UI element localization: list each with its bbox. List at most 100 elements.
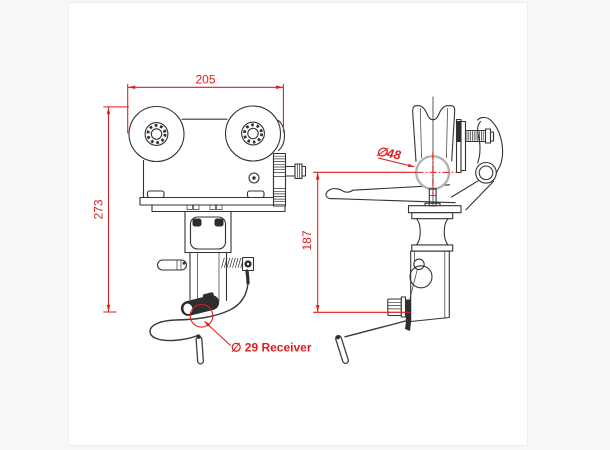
ring	[409, 265, 433, 289]
pin-handle	[156, 259, 188, 271]
toggle-pin-eyelet	[335, 335, 340, 340]
spool-waist	[415, 218, 449, 246]
receiver-leader-line	[204, 321, 232, 347]
arm-outer-edge	[476, 116, 504, 174]
dim-side-arrow-bottom	[315, 305, 320, 313]
dim-height-extension-lines	[103, 106, 129, 313]
pivot-arm	[450, 116, 504, 211]
receiver-highlight-circle	[189, 303, 214, 328]
drive-gear	[272, 152, 287, 207]
flange-fittings	[146, 190, 265, 210]
spool-bottom-flange	[411, 244, 454, 252]
spool	[411, 212, 454, 252]
left-wheel	[128, 105, 185, 163]
shaft-neck	[284, 165, 296, 177]
column-frame	[189, 216, 227, 250]
knob-barrel	[387, 298, 402, 317]
side-view	[325, 96, 504, 364]
cable-ferrule	[245, 269, 250, 285]
rod-threads	[466, 131, 484, 141]
hub-bore	[150, 128, 163, 140]
receiver-leader-arrow	[203, 320, 211, 327]
dim-height-arrow-top	[106, 107, 111, 115]
sheave-flange-lines	[419, 107, 448, 159]
handle-hook	[325, 188, 456, 204]
shaft-nut	[294, 163, 303, 180]
pivot-hole	[478, 165, 494, 181]
dimensions: 205 273 187 ∅48	[92, 73, 458, 355]
dim-side-extension-lines	[313, 171, 416, 313]
tube-inner	[197, 252, 220, 302]
lower-tube	[184, 251, 232, 302]
bracket-plate-2	[460, 120, 467, 172]
shaft-tip	[301, 165, 307, 177]
dim-width: 205	[127, 73, 284, 134]
spring-coils	[221, 257, 244, 268]
spring	[221, 257, 244, 268]
frame-hook-right	[214, 218, 224, 227]
cable-leader-line	[377, 157, 414, 168]
cable-fitting	[241, 256, 255, 272]
right-wheel	[224, 105, 286, 162]
flange-tab-right	[246, 190, 265, 199]
receiver-latch	[202, 292, 214, 299]
pin-body	[196, 337, 203, 364]
hub-outer	[144, 122, 169, 146]
clamp-bracket	[455, 118, 467, 174]
spool-top-flange	[411, 212, 454, 220]
screw-center	[252, 176, 256, 180]
dim-width-arrow-right	[276, 85, 284, 90]
dim-receiver: ∅ 29 Receiver	[189, 303, 312, 355]
dim-width-extension-lines	[127, 83, 284, 134]
gear-teeth-upper	[273, 155, 286, 173]
ring-wire	[409, 269, 418, 300]
gear-separators	[273, 176, 286, 189]
hub-outer	[241, 121, 265, 146]
pin-detail	[176, 260, 182, 270]
dim-cable-diameter: ∅48	[375, 144, 416, 168]
frame-hook-left	[192, 218, 202, 227]
toggle-pin-body	[336, 336, 348, 363]
gear-column	[272, 152, 287, 207]
rear-wheel-crescent	[277, 119, 286, 152]
lanyard-cable	[149, 269, 250, 342]
clamp-knob	[387, 296, 411, 331]
front-view	[128, 105, 307, 365]
pin-dot	[182, 261, 186, 265]
bracket-dark-band	[457, 121, 461, 142]
dim-height-label: 273	[92, 199, 106, 219]
adjuster-shaft	[284, 163, 307, 180]
threaded-rod	[464, 128, 495, 144]
dim-side-arrow-top	[315, 172, 320, 180]
dim-height: 273	[92, 106, 129, 313]
arm-inner-edge	[477, 120, 482, 164]
tube-outline	[410, 250, 450, 323]
lanyard-line	[344, 319, 409, 338]
dim-side-label: 187	[300, 230, 314, 250]
rod-nut	[484, 128, 492, 144]
cable-loop	[149, 282, 249, 342]
cable-diameter-label: ∅48	[375, 144, 402, 162]
rod-tip	[489, 131, 495, 142]
nut-facets	[296, 164, 300, 179]
receiver	[180, 292, 220, 316]
knob-ribs	[387, 301, 402, 313]
dim-width-arrow-left	[128, 85, 136, 90]
screw-head	[248, 172, 260, 184]
dim-side-height: 187	[300, 171, 416, 313]
body-screw	[248, 172, 260, 184]
pin-eyelet	[196, 334, 201, 339]
gear-teeth-lower	[273, 190, 286, 205]
flange-tab-left	[146, 190, 165, 199]
drawing-sheet	[67, 2, 528, 446]
flange-clips	[186, 204, 223, 210]
safety-pin	[195, 334, 204, 365]
cable-leader-arrow	[407, 163, 416, 167]
arm-lower-edges	[450, 180, 495, 211]
cable-centerlines	[416, 152, 458, 195]
dim-width-label: 205	[195, 73, 215, 87]
side-lanyard	[335, 319, 409, 364]
knob-washer	[400, 296, 407, 318]
toggle-bolt-tail	[405, 322, 411, 331]
